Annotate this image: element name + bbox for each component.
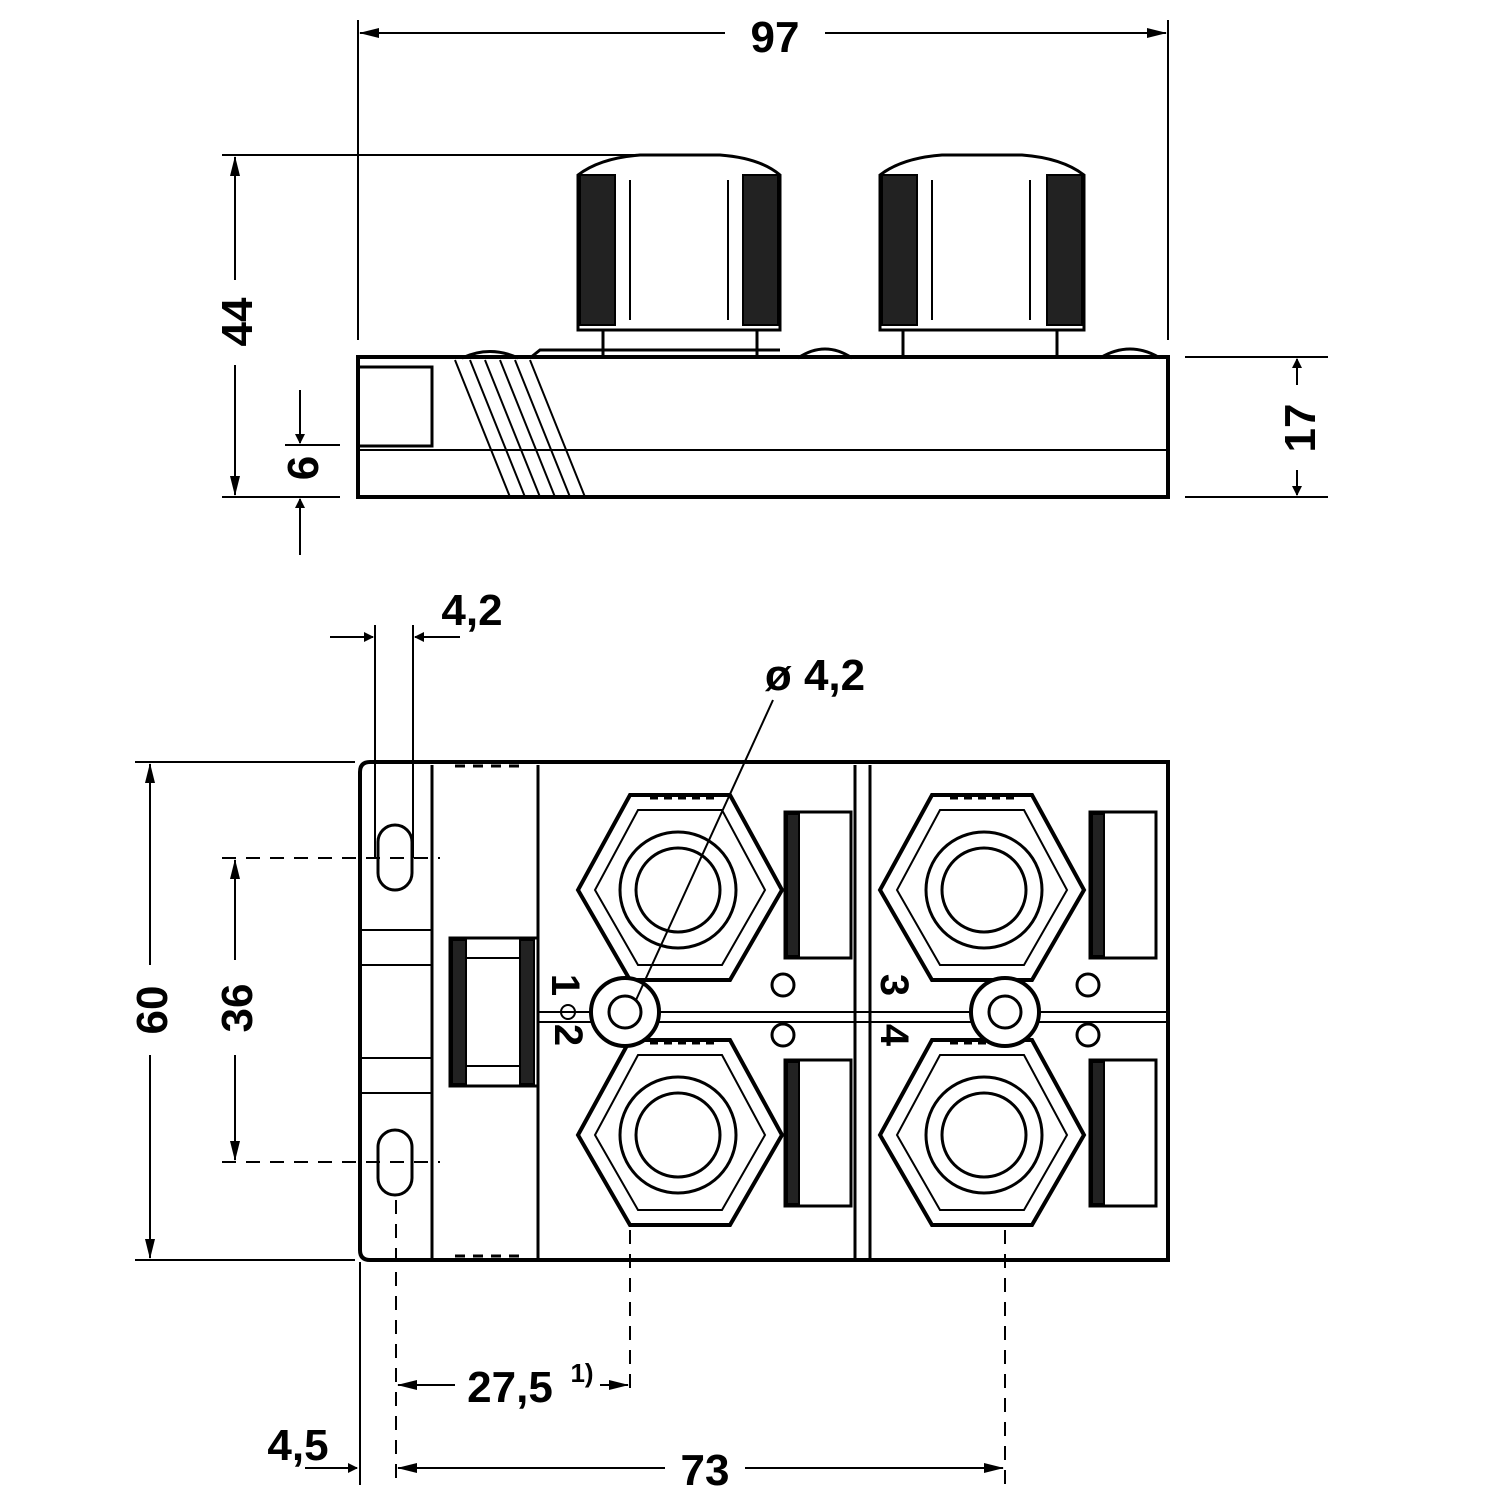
- hex-connector-2: [575, 1038, 785, 1227]
- side-connector-2: [878, 153, 1086, 357]
- dim-4-5-label: 4,5: [267, 1421, 328, 1470]
- top-view: 1 2 3 4 4,2 ø 4,2 60 36 27,5: [128, 586, 1170, 1495]
- led-windows: [783, 810, 1158, 1208]
- side-connector-1: [576, 153, 782, 357]
- dim-slot-width-label: 4,2: [441, 586, 502, 635]
- hole-diameter-leader: [635, 699, 774, 1001]
- dim-36-label: 36: [213, 984, 262, 1033]
- side-bump-3: [1099, 347, 1161, 360]
- hole-diameter-label: ø 4,2: [765, 651, 865, 700]
- dim-73-label: 73: [681, 1446, 730, 1495]
- top-flange-steps: [362, 929, 432, 1094]
- dim-97-label: 97: [751, 13, 800, 62]
- port-label-1: 1: [543, 974, 587, 996]
- side-bump-1: [461, 350, 519, 360]
- center-hole-2: [969, 976, 1041, 1048]
- dim-17-label: 17: [1276, 404, 1325, 453]
- dim-44-label: 44: [213, 297, 262, 346]
- hex-connector-3: [877, 793, 1087, 982]
- center-hole-1: [589, 976, 661, 1048]
- port-label-4: 4: [872, 1024, 916, 1047]
- side-body: [356, 355, 1170, 499]
- port-label-2: 2: [546, 1024, 590, 1046]
- dim-27-5-footnote: 1): [570, 1358, 593, 1388]
- side-bump-2: [797, 347, 853, 360]
- dim-6-label: 6: [279, 456, 328, 480]
- dim-60-label: 60: [128, 986, 177, 1035]
- port-label-3: 3: [872, 974, 916, 996]
- hex-connector-4: [877, 1038, 1087, 1227]
- status-leds: [770, 972, 1101, 1048]
- side-view: 97 44 6 17: [213, 13, 1328, 555]
- side-notch: [358, 365, 434, 448]
- label-holder: [448, 936, 540, 1088]
- side-label-strip: [454, 359, 586, 498]
- dim-27-5-label: 27,5: [467, 1363, 553, 1412]
